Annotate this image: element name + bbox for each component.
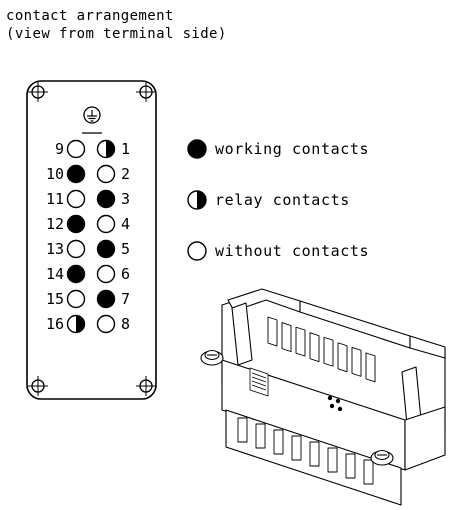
contact-without-icon <box>96 164 116 184</box>
diagram-title-line2: (view from terminal side) <box>6 26 227 42</box>
protective-earth-icon <box>83 106 101 124</box>
legend-label: working contacts <box>215 140 369 158</box>
legend: working contacts relay contacts without co… <box>187 139 369 261</box>
pin-number-label: 6 <box>121 265 130 283</box>
contact-working-icon <box>96 239 116 259</box>
contact-without-icon <box>96 314 116 334</box>
contact-without-icon <box>66 139 86 159</box>
pin-number-label: 1 <box>121 140 130 158</box>
pin-number-label: 11 <box>46 190 64 208</box>
diagram-title-line1: contact arrangement <box>6 8 174 24</box>
contact-working-icon <box>96 189 116 209</box>
pin-number-label: 16 <box>46 315 64 333</box>
pin-number-label: 12 <box>46 215 64 233</box>
contact-working-icon <box>66 214 86 234</box>
pin-number-label: 7 <box>121 290 130 308</box>
contact-without-icon <box>96 264 116 284</box>
contact-without-icon <box>66 189 86 209</box>
pin-number-label: 14 <box>46 265 64 283</box>
connector-illustration <box>200 288 446 506</box>
legend-working-icon <box>187 139 207 159</box>
legend-without-icon <box>187 241 207 261</box>
contact-working-icon <box>66 264 86 284</box>
pin-number-label: 8 <box>121 315 130 333</box>
pin-number-label: 5 <box>121 240 130 258</box>
pin-number-label: 10 <box>46 165 64 183</box>
pin-number-label: 15 <box>46 290 64 308</box>
mounting-screw-icon <box>136 376 156 396</box>
pin-number-label: 2 <box>121 165 130 183</box>
pin-number-label: 13 <box>46 240 64 258</box>
insert-outline <box>26 80 157 400</box>
legend-label: relay contacts <box>215 191 350 209</box>
contact-without-icon <box>66 239 86 259</box>
mounting-screw-icon <box>136 82 156 102</box>
pin-number-label: 4 <box>121 215 130 233</box>
mounting-screw-icon <box>28 82 48 102</box>
contact-working-icon <box>96 289 116 309</box>
legend-label: without contacts <box>215 242 369 260</box>
legend-relay-icon <box>187 190 207 210</box>
contact-without-icon <box>96 214 116 234</box>
contact-working-icon <box>66 164 86 184</box>
contact-without-icon <box>66 289 86 309</box>
pin-number-label: 3 <box>121 190 130 208</box>
pin-number-label: 9 <box>55 140 64 158</box>
mounting-screw-icon <box>28 376 48 396</box>
contact-relay-icon <box>96 139 116 159</box>
contact-relay-icon <box>66 314 86 334</box>
